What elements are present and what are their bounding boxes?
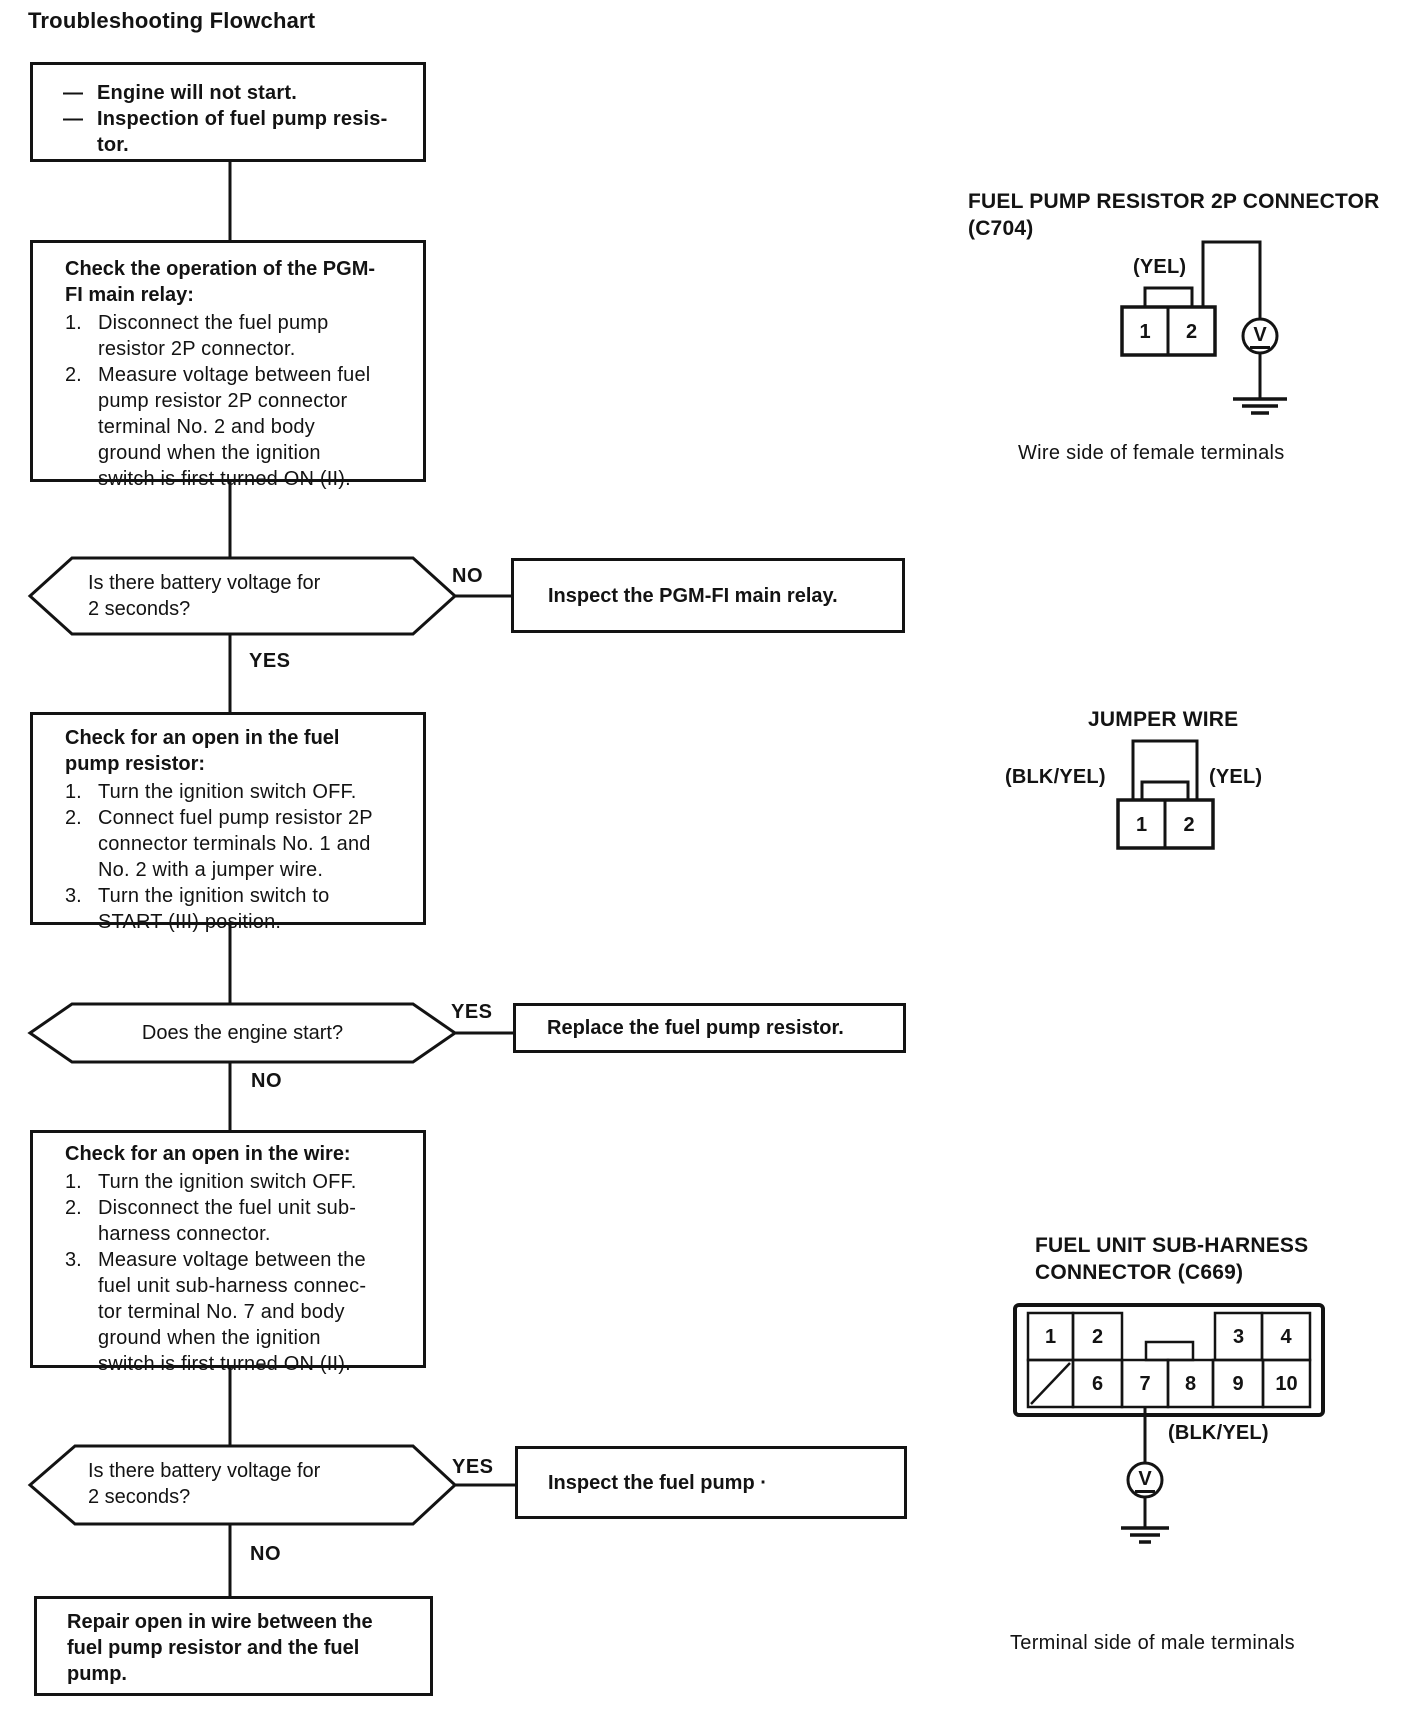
page-title: Troubleshooting Flowchart [28, 8, 316, 33]
c669-caption: Terminal side of male terminals [1010, 1632, 1295, 1654]
label-no-2: NO [251, 1070, 282, 1092]
c704-connector-drawing [1120, 240, 1287, 415]
terminal-number: 4 [1280, 1326, 1292, 1348]
step-box-pgm-fi-relay: Check the operation of the PGM- FI main … [30, 240, 426, 490]
terminal-number: 7 [1139, 1373, 1151, 1395]
result-box-inspect-relay: Inspect the PGM-FI main relay. [511, 558, 905, 633]
decision-hexagon-2 [27, 1002, 458, 1064]
connector-outline [1013, 1303, 1325, 1417]
decision-hexagon-1 [27, 556, 458, 636]
connector-latch-tab [1143, 286, 1194, 309]
c669-wire-color-label: (BLK/YEL) [1168, 1422, 1269, 1444]
step-heading: Check the operation of the PGM- FI main … [65, 258, 376, 306]
result-text: Inspect the PGM-FI main relay. [548, 584, 838, 607]
ground-icon [1233, 397, 1287, 415]
c704-wire-color-label: (YEL) [1133, 256, 1187, 278]
voltmeter-label: V [1128, 1466, 1162, 1493]
terminal-number: 9 [1232, 1373, 1244, 1395]
result-box-replace-resistor: Replace the fuel pump resistor. [513, 1003, 906, 1053]
start-item: — Inspection of fuel pump resis- tor. [63, 106, 417, 158]
terminal-number: 3 [1232, 1326, 1245, 1348]
step-heading: Check for an open in the wire: [65, 1143, 351, 1165]
c669-title: FUEL UNIT SUB-HARNESS CONNECTOR (C669) [1035, 1234, 1309, 1284]
jumper-wire-drawing [1116, 739, 1215, 850]
step-item: 1. Turn the ignition switch OFF. [65, 779, 417, 805]
terminal-number: 1 [1044, 1326, 1057, 1348]
decision-text-2: Does the engine start? [141, 1022, 344, 1044]
step-item: 2. Measure voltage between fuel pump res… [65, 362, 417, 492]
start-box: — Engine will not start. — Inspection of… [30, 62, 426, 162]
keyway-diagonal [1030, 1362, 1071, 1405]
terminal-number: 2 [1091, 1326, 1104, 1348]
item-text: Measure voltage between fuel pump resist… [98, 364, 371, 490]
start-item: — Engine will not start. [63, 80, 417, 106]
c669-connector-drawing [1013, 1303, 1325, 1544]
step-box-open-wire: Check for an open in the wire: 1. Turn t… [30, 1130, 426, 1375]
jumper-right-wire-label: (YEL) [1209, 766, 1263, 788]
step-item: 2. Connect fuel pump resistor 2P connect… [65, 805, 417, 883]
connector-latch-tab [1144, 1340, 1195, 1362]
voltmeter-label: V [1243, 322, 1277, 349]
item-number: 1. [65, 312, 82, 334]
terminal-number: 2 [1183, 814, 1195, 836]
item-number: 2. [65, 807, 82, 829]
terminal-number: 8 [1184, 1373, 1197, 1395]
decision-text-3: Is there battery voltage for 2 seconds? [88, 1460, 321, 1508]
item-number: 2. [65, 1197, 82, 1219]
step-item: 3. Turn the ignition switch to START (II… [65, 883, 417, 935]
c704-caption: Wire side of female terminals [1018, 442, 1285, 464]
step-item: 3. Measure voltage between the fuel unit… [65, 1247, 417, 1377]
terminal-number: 1 [1139, 321, 1151, 343]
voltmeter-letter: V [1250, 324, 1270, 349]
step-item: 2. Disconnect the fuel unit sub- harness… [65, 1195, 417, 1247]
c704-title: FUEL PUMP RESISTOR 2P CONNECTOR (C704) [968, 190, 1380, 240]
step-heading: Check for an open in the fuel pump resis… [65, 727, 340, 775]
step-box-fuel-pump-resistor: Check for an open in the fuel pump resis… [30, 712, 426, 933]
item-text: Turn the ignition switch to START (III) … [98, 885, 330, 933]
terminal-number: 10 [1275, 1373, 1298, 1395]
item-number: 3. [65, 1249, 82, 1271]
connector-latch-tab [1140, 780, 1190, 802]
label-no-3: NO [250, 1543, 281, 1565]
result-box-inspect-fuel-pump: Inspect the fuel pump · [515, 1446, 907, 1519]
item-text: Turn the ignition switch OFF. [98, 1171, 357, 1193]
item-text: Disconnect the fuel unit sub- harness co… [98, 1197, 357, 1245]
terminal-number: 1 [1135, 814, 1148, 836]
step-item: 1. Turn the ignition switch OFF. [65, 1169, 417, 1195]
terminal-number: 6 [1091, 1373, 1104, 1395]
decision-hexagon-3 [27, 1444, 458, 1526]
decision-text-1: Is there battery voltage for 2 seconds? [88, 572, 321, 620]
item-number: 3. [65, 885, 82, 907]
item-number: 1. [65, 781, 82, 803]
jumper-left-wire-label: (BLK/YEL) [1005, 766, 1106, 788]
label-yes-2: YES [451, 1001, 493, 1023]
dash-bullet: — [63, 82, 83, 104]
label-no-1: NO [452, 565, 483, 587]
step-item: 1. Disconnect the fuel pump resistor 2P … [65, 310, 417, 362]
terminal-cell [1261, 1358, 1312, 1409]
result-text: Inspect the fuel pump · [548, 1471, 767, 1494]
jumper-wire-loop [1131, 739, 1199, 799]
start-item-text: Inspection of fuel pump resis- tor. [97, 108, 388, 156]
probe-wire [1201, 240, 1262, 319]
item-text: Disconnect the fuel pump resistor 2P con… [98, 312, 329, 360]
item-text: Measure voltage between the fuel unit su… [98, 1249, 367, 1375]
start-item-text: Engine will not start. [97, 82, 297, 104]
end-box-repair-wire: Repair open in wire between the fuel pum… [34, 1596, 433, 1696]
terminal-number: 2 [1185, 321, 1198, 343]
label-yes-1: YES [249, 650, 291, 672]
item-number: 1. [65, 1171, 82, 1193]
item-text: Turn the ignition switch OFF. [98, 781, 357, 803]
item-text: Connect fuel pump resistor 2P connector … [98, 807, 373, 881]
label-yes-3: YES [452, 1456, 494, 1478]
item-number: 2. [65, 364, 82, 386]
jumper-title: JUMPER WIRE [1088, 708, 1239, 731]
dash-bullet: — [63, 108, 83, 130]
voltmeter-letter: V [1135, 1468, 1155, 1493]
ground-icon [1121, 1526, 1169, 1544]
result-text: Replace the fuel pump resistor. [547, 1017, 844, 1039]
